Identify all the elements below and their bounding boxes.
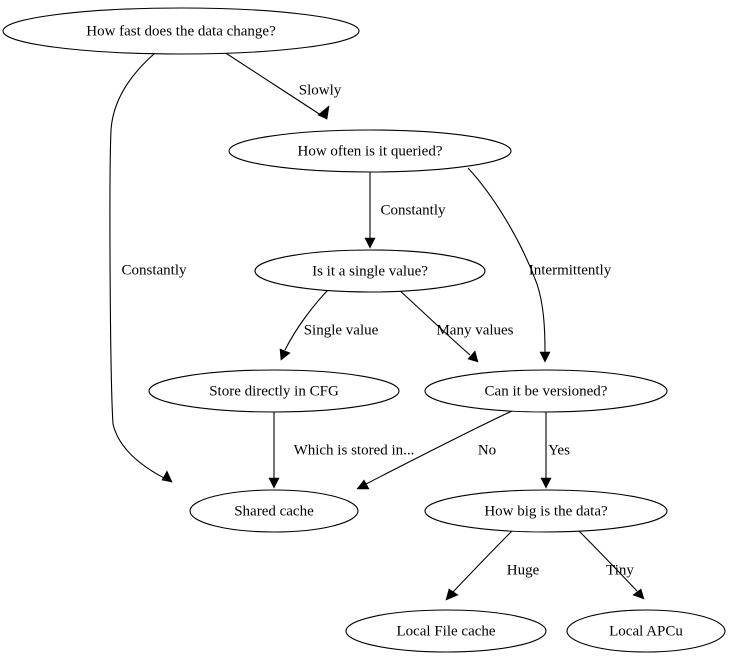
edge-line	[109, 52, 173, 483]
edge-label: Slowly	[299, 82, 342, 98]
node-versioned[interactable]: Can it be versioned?	[424, 369, 668, 413]
edge-arrowhead	[540, 477, 552, 489]
edge-line	[365, 410, 513, 485]
edge-arrowhead	[445, 588, 459, 601]
edge-label: Single value	[304, 322, 379, 338]
node-shape-ellipse[interactable]	[345, 609, 547, 653]
node-single-value[interactable]: Is it a single value?	[254, 249, 486, 293]
edge-arrowhead	[467, 350, 479, 363]
edge-edge-tiny: Tiny	[576, 528, 645, 600]
node-label: Local APCu	[609, 623, 683, 639]
edge-edge-constantly-mid: Constantly	[364, 172, 446, 249]
edge-edge-huge: Huge	[445, 528, 540, 601]
edge-label: Yes	[548, 442, 570, 458]
node-shape-ellipse[interactable]	[254, 249, 486, 293]
edge-arrowhead	[317, 105, 330, 120]
node-how-fast[interactable]: How fast does the data change?	[2, 7, 360, 55]
nodes-layer: How fast does the data change? How often …	[2, 7, 726, 653]
edge-edge-slowly: Slowly	[220, 49, 342, 120]
node-how-big[interactable]: How big is the data?	[424, 489, 668, 533]
edge-label: Many values	[436, 322, 513, 338]
node-shared-cache[interactable]: Shared cache	[189, 489, 359, 533]
edge-label: Constantly	[380, 202, 446, 218]
node-label: How often is it queried?	[298, 143, 443, 159]
edge-line	[467, 167, 546, 353]
node-label: Store directly in CFG	[209, 383, 339, 399]
edge-line	[284, 287, 331, 351]
node-how-often[interactable]: How often is it queried?	[228, 129, 512, 173]
edge-edge-many-values: Many values	[397, 288, 514, 363]
edge-label: No	[478, 442, 496, 458]
edge-label: Constantly	[121, 262, 187, 278]
edge-edge-which-stored-in: Which is stored in...	[268, 412, 415, 489]
node-shape-ellipse[interactable]	[228, 129, 512, 173]
edge-arrowhead	[632, 588, 645, 600]
node-shape-ellipse[interactable]	[424, 489, 668, 533]
edge-label: Intermittently	[529, 262, 612, 278]
edge-arrowhead	[161, 470, 173, 483]
node-local-file-cache[interactable]: Local File cache	[345, 609, 547, 653]
edge-arrowhead	[279, 348, 291, 361]
node-local-apcu[interactable]: Local APCu	[566, 609, 726, 653]
edges-layer: SlowlyConstantlyConstantlyIntermittently…	[109, 49, 645, 601]
edge-line	[220, 49, 328, 120]
node-shape-ellipse[interactable]	[424, 369, 668, 413]
node-label: Is it a single value?	[312, 263, 428, 279]
edge-label: Tiny	[606, 562, 634, 578]
node-label: How fast does the data change?	[86, 23, 276, 39]
edge-arrowhead	[364, 237, 376, 249]
edge-edge-no: No	[356, 410, 513, 490]
node-label: Can it be versioned?	[485, 383, 608, 399]
node-shape-ellipse[interactable]	[566, 609, 726, 653]
edge-edge-single-value: Single value	[279, 287, 379, 361]
edge-edge-intermittently: Intermittently	[467, 167, 612, 363]
edge-edge-constantly-top: Constantly	[109, 52, 187, 483]
edge-line	[576, 528, 638, 592]
node-label: How big is the data?	[484, 503, 608, 519]
edge-line	[452, 528, 515, 593]
node-store-cfg[interactable]: Store directly in CFG	[148, 369, 400, 413]
edge-label: Huge	[507, 562, 540, 578]
node-shape-ellipse[interactable]	[189, 489, 359, 533]
edge-arrowhead	[539, 351, 551, 363]
edge-arrowhead	[268, 477, 280, 489]
node-label: Local File cache	[396, 623, 495, 639]
node-label: Shared cache	[234, 503, 314, 519]
edge-line	[397, 288, 471, 356]
node-shape-ellipse[interactable]	[148, 369, 400, 413]
edge-arrowhead	[356, 479, 370, 490]
node-shape-ellipse[interactable]	[2, 7, 360, 55]
edge-edge-yes: Yes	[540, 412, 570, 489]
edge-label: Which is stored in...	[294, 442, 415, 458]
